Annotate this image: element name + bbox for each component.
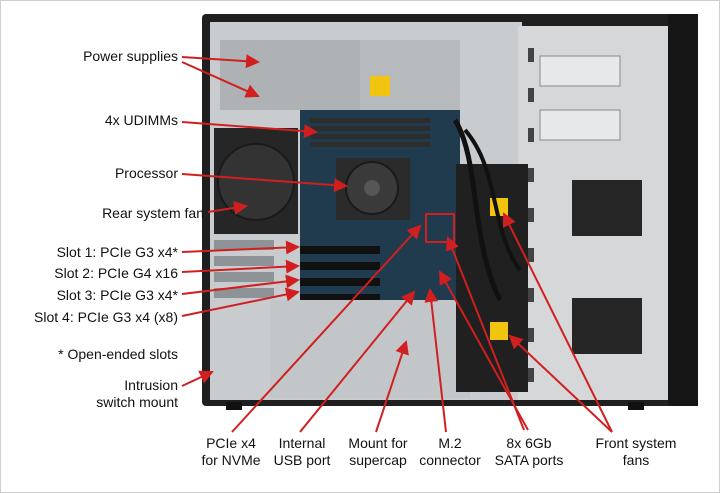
- front-bezel: [668, 14, 698, 406]
- label-intrusion-2: switch mount: [96, 394, 178, 410]
- label-slot2: Slot 2: PCIe G4 x16: [54, 265, 178, 281]
- label-rear-fan: Rear system fan: [102, 205, 204, 221]
- lower-tray: [270, 300, 470, 398]
- label-front-fans-2: fans: [622, 452, 650, 468]
- label-nvme-1: PCIe x4: [206, 435, 256, 451]
- drive-bay-2: [572, 298, 642, 354]
- label-slot1: Slot 1: PCIe G3 x4*: [56, 244, 178, 260]
- label-sata-1: 8x 6Gb: [506, 435, 552, 451]
- label-processor: Processor: [114, 165, 178, 181]
- drive-bay-1: [572, 180, 642, 236]
- label-power-supplies: Power supplies: [83, 48, 178, 64]
- label-front-fans-1: Front system: [595, 435, 677, 451]
- label-udimms: 4x UDIMMs: [104, 112, 178, 128]
- label-usb-2: USB port: [273, 452, 331, 468]
- label-open-ended: * Open-ended slots: [58, 346, 178, 362]
- label-slot3: Slot 3: PCIe G3 x4*: [56, 287, 178, 303]
- label-m2-2: connector: [419, 452, 481, 468]
- label-nvme-2: for NVMe: [201, 452, 261, 468]
- label-supercap-1: Mount for: [348, 435, 408, 451]
- label-slot4: Slot 4: PCIe G3 x4 (x8): [34, 309, 178, 325]
- label-sata-2: SATA ports: [494, 452, 564, 468]
- sata-highlight: [425, 213, 455, 243]
- label-supercap-2: supercap: [349, 452, 407, 468]
- label-m2-1: M.2: [438, 435, 462, 451]
- label-usb-1: Internal: [278, 435, 326, 451]
- label-intrusion-1: Intrusion: [124, 377, 178, 393]
